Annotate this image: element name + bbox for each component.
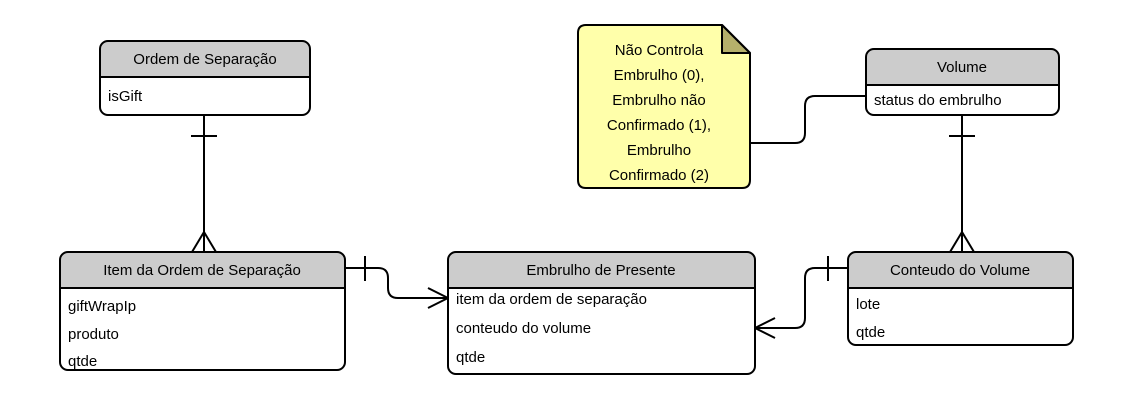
class-attribute: giftWrapIp — [68, 298, 136, 315]
note-status-embrulho: Não Controla Embrulho (0), Embrulho não … — [577, 24, 751, 189]
edge-line — [755, 267, 848, 329]
class-outline — [865, 48, 1060, 116]
class-attribute: qtde — [68, 353, 97, 370]
relationship-ordem-to-item[interactable] — [191, 115, 217, 253]
crowsfoot-many — [754, 317, 776, 339]
note-connector — [750, 95, 866, 144]
class-attribute: qtde — [456, 349, 485, 366]
class-title: Volume — [937, 59, 987, 76]
class-outline — [847, 251, 1074, 346]
class-attribute: conteudo do volume — [456, 320, 591, 337]
class-attribute: isGift — [108, 88, 143, 105]
note-line: Não Controla — [615, 42, 704, 59]
relationship-item-to-embrulho[interactable] — [345, 256, 449, 309]
class-header-fill — [100, 41, 310, 77]
note-link-line — [750, 95, 866, 144]
note-line: Confirmado (2) — [609, 167, 709, 184]
note-body — [577, 24, 751, 189]
crowsfoot-many — [191, 231, 217, 253]
class-header-fill — [60, 252, 345, 288]
note-line: Embrulho (0), — [614, 67, 705, 84]
relationship-volume-to-conteudo[interactable] — [949, 115, 975, 253]
class-embrulho-de-presente[interactable]: Embrulho de Presente item da ordem de se… — [447, 251, 756, 375]
edge-line — [345, 267, 448, 299]
class-attribute: qtde — [856, 324, 885, 341]
class-attribute: produto — [68, 326, 119, 343]
class-attribute: status do embrulho — [874, 92, 1002, 109]
crowsfoot-many — [949, 231, 975, 253]
class-conteudo-do-volume[interactable]: Conteudo do Volume lote qtde — [847, 251, 1074, 346]
note-line: Confirmado (1), — [607, 117, 711, 134]
note-line: Embrulho — [627, 142, 691, 159]
class-header-fill — [866, 49, 1059, 85]
crowsfoot-many — [427, 287, 449, 309]
note-line: Embrulho não — [612, 92, 705, 109]
class-attribute: item da ordem de separação — [456, 291, 647, 308]
class-header-fill — [448, 252, 755, 288]
class-header-fill — [848, 252, 1073, 288]
relationship-embrulho-to-conteudo[interactable] — [754, 256, 848, 339]
class-outline — [59, 251, 346, 371]
class-volume[interactable]: Volume status do embrulho — [865, 48, 1060, 116]
class-title: Ordem de Separação — [133, 51, 276, 68]
class-outline — [447, 251, 756, 375]
class-item-da-ordem-de-separacao[interactable]: Item da Ordem de Separação giftWrapIp pr… — [59, 251, 346, 371]
note-fold-corner — [721, 24, 751, 54]
class-title: Embrulho de Presente — [526, 262, 675, 279]
class-title: Conteudo do Volume — [890, 262, 1030, 279]
class-title: Item da Ordem de Separação — [103, 262, 301, 279]
class-ordem-de-separacao[interactable]: Ordem de Separação isGift — [99, 40, 311, 116]
class-attribute: lote — [856, 296, 880, 313]
